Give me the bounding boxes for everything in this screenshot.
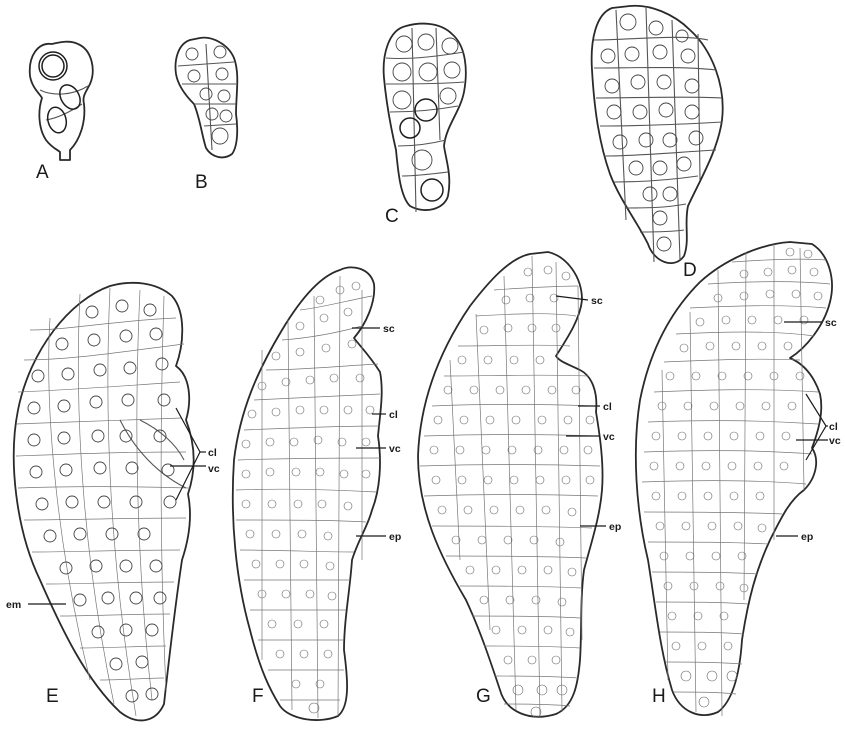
panel-g: sc cl vc ep G xyxy=(418,252,621,718)
panel-g-letter: G xyxy=(476,686,491,707)
panel-h-label-ep: ep xyxy=(801,531,813,543)
panel-e-label-em: em xyxy=(6,599,21,611)
panel-a: A xyxy=(30,42,93,183)
panel-g-outline xyxy=(418,252,603,717)
panel-b-letter: B xyxy=(195,172,208,193)
panel-h: sc cl vc ep H xyxy=(636,242,841,716)
panel-d: D xyxy=(592,6,723,281)
panel-h-letter: H xyxy=(652,686,666,707)
panel-c-letter: C xyxy=(385,206,399,227)
panel-e-label-cl: cl xyxy=(208,447,217,459)
panel-f-label-ep: ep xyxy=(389,531,401,543)
panel-e-label-vc: vc xyxy=(208,463,220,475)
panel-h-label-vc: vc xyxy=(829,435,841,447)
panel-f-label-sc: sc xyxy=(383,323,395,335)
panel-f-label-cl: cl xyxy=(389,409,398,421)
panel-e-outline xyxy=(14,283,194,721)
panel-g-label-sc: sc xyxy=(591,295,603,307)
panel-e-letter: E xyxy=(46,686,59,707)
panel-d-letter: D xyxy=(683,260,697,281)
panel-g-label-cl: cl xyxy=(603,401,612,413)
panel-h-label-cl: cl xyxy=(829,421,838,433)
panel-g-label-vc: vc xyxy=(603,431,615,443)
panel-h-outline xyxy=(636,242,832,715)
panel-e: cl vc em E xyxy=(6,283,220,721)
panel-g-label-ep: ep xyxy=(609,521,621,533)
panel-f-label-vc: vc xyxy=(389,443,401,455)
panel-c: C xyxy=(384,24,466,227)
panel-f: sc cl vc ep F xyxy=(233,267,401,720)
panel-f-letter: F xyxy=(252,686,264,707)
panel-a-letter: A xyxy=(36,162,49,183)
panel-h-label-sc: sc xyxy=(825,317,837,329)
panel-b: B xyxy=(176,38,238,193)
